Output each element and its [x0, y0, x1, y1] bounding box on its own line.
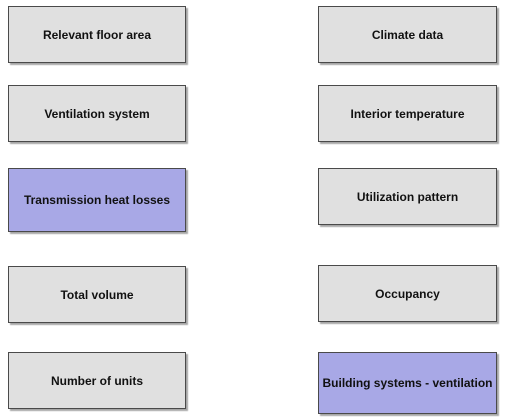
climate-data-box[interactable]: Climate data [318, 6, 497, 63]
interior-temperature-box[interactable]: Interior temperature [318, 85, 497, 142]
transmission-heat-losses-box[interactable]: Transmission heat losses [8, 168, 186, 232]
relevant-floor-area-box[interactable]: Relevant floor area [8, 6, 186, 63]
total-volume-box[interactable]: Total volume [8, 266, 186, 323]
number-of-units-box[interactable]: Number of units [8, 352, 186, 409]
building-systems-ventilation-box[interactable]: Building systems - ventilation [318, 352, 497, 414]
ventilation-system-box[interactable]: Ventilation system [8, 85, 186, 142]
occupancy-box[interactable]: Occupancy [318, 265, 497, 322]
utilization-pattern-box[interactable]: Utilization pattern [318, 168, 497, 225]
